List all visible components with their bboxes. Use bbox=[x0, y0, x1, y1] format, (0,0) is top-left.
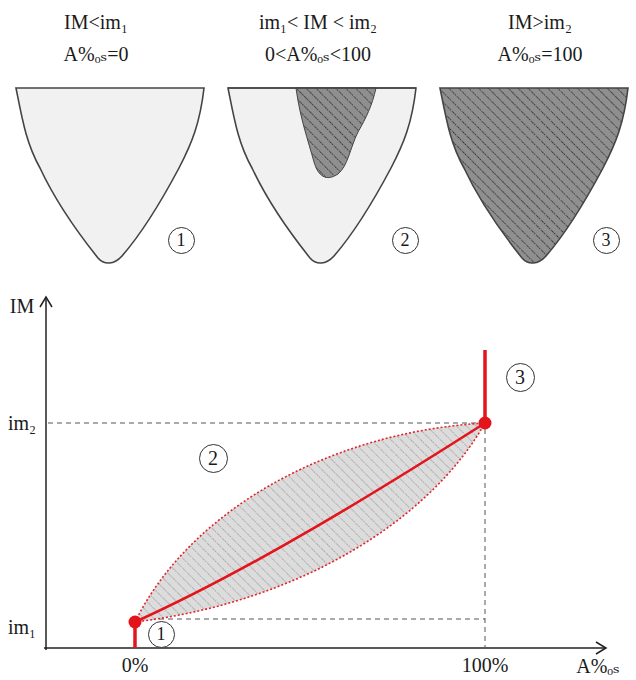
axis-tick: 0% bbox=[122, 654, 149, 676]
region-outline bbox=[440, 88, 628, 263]
axis-tick: im₂ bbox=[8, 412, 36, 434]
condition-heading: 0<A%ₒₛ<100 bbox=[265, 43, 371, 65]
callout-circle: 3 bbox=[593, 227, 620, 254]
callout-circle: 2 bbox=[392, 227, 419, 254]
region-outline bbox=[228, 88, 416, 263]
guide-line bbox=[48, 423, 485, 647]
chart-axes bbox=[40, 297, 606, 654]
axis-title: IM bbox=[10, 295, 34, 317]
callout-number: 3 bbox=[515, 367, 525, 387]
condition-heading: IM<im₁ bbox=[64, 11, 128, 33]
axis-tick: im₁ bbox=[8, 616, 36, 638]
callout-circle: 1 bbox=[148, 621, 175, 648]
callout-number: 2 bbox=[401, 231, 410, 249]
range-band bbox=[135, 423, 485, 622]
condition-heading: im₁< IM < im₂ bbox=[259, 11, 377, 33]
callout-number: 1 bbox=[177, 231, 186, 249]
threshold-dot bbox=[129, 616, 142, 629]
region-outline bbox=[16, 88, 204, 263]
condition-heading: A%ₒₛ=0 bbox=[64, 43, 129, 65]
response-curve bbox=[135, 350, 485, 648]
condition-heading: A%ₒₛ=100 bbox=[498, 43, 583, 65]
threshold-dot bbox=[479, 417, 492, 430]
callout-number: 1 bbox=[157, 625, 166, 643]
callout-number: 3 bbox=[602, 231, 611, 249]
condition-heading: IM>im₂ bbox=[508, 11, 572, 33]
callout-circle: 3 bbox=[506, 363, 535, 392]
callout-number: 2 bbox=[208, 448, 218, 468]
axis-title: A%ₒₛ bbox=[576, 655, 620, 677]
callout-circle: 2 bbox=[199, 444, 228, 473]
callout-circle: 1 bbox=[168, 227, 195, 254]
axis-tick: 100% bbox=[462, 654, 509, 676]
